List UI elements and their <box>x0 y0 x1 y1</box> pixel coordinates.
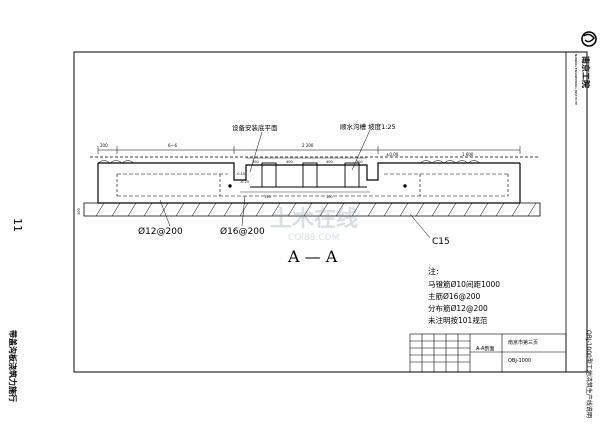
dim-elev-2: -0.25 <box>240 180 249 184</box>
dim-300-b: 300 <box>356 160 363 164</box>
notes-line-1: 马镫筋Ø10间距1000 <box>428 279 500 289</box>
leader-drain <box>351 129 371 171</box>
dim-1600: 1 600 <box>462 152 474 157</box>
notes-line-2: 主筋Ø16@200 <box>428 291 480 301</box>
title-block-frame <box>409 333 567 373</box>
title-block <box>409 333 567 373</box>
sheet-border <box>73 51 588 373</box>
logo-mark-icon <box>581 31 597 47</box>
logo: 南京工院 NANJING ENGINEERING INSTITUTE <box>574 31 597 105</box>
section-title: A — A <box>287 247 338 266</box>
right-vertical-title: QBJ-1000型工地浇筑生产线说明 <box>585 330 593 418</box>
slab-top <box>98 162 520 181</box>
notes-block: 注: 马镫筋Ø10间距1000 主筋Ø16@200 分布筋Ø12@200 未注明… <box>428 266 500 325</box>
notes-line-4: 未注明按101规范 <box>428 315 488 325</box>
title-block-drawing-no: QBJ-1000 <box>508 358 531 364</box>
logo-text: 南京工院 <box>581 56 591 88</box>
leader-rebar2 <box>241 195 246 227</box>
title-block-drawing-name: A-A剖面 <box>476 345 494 352</box>
ground-hatch <box>95 202 537 217</box>
dim-side-left: 300 <box>77 208 81 215</box>
page-number: 11 <box>11 218 24 232</box>
dim-elev-1: -0.15 <box>236 172 245 176</box>
watermark: 土木在线 COI88.COM <box>270 206 358 243</box>
dim-elev-top: ±0.00 <box>386 152 399 157</box>
rubble-top <box>97 160 481 164</box>
equipment-pit-1 <box>261 162 277 188</box>
rebar-label-1: Ø12@200 <box>138 226 183 237</box>
title-block-company: 南京市第三页 <box>508 339 538 346</box>
leader-c15 <box>409 213 431 239</box>
watermark-text: 土木在线 <box>270 206 358 232</box>
leader-rebar1 <box>159 199 171 227</box>
rebar-dot-2 <box>403 184 407 188</box>
dim-6-6: 6—6 <box>168 143 178 148</box>
dim-200: 200 <box>100 143 108 148</box>
watermark-sub: COI88.COM <box>288 233 339 243</box>
dim-2200: 2 200 <box>302 143 314 148</box>
notes-line-3: 分布筋Ø12@200 <box>428 303 488 313</box>
equipment-plan-label: 设备安装底平面 <box>232 123 278 132</box>
logo-subtext: NANJING ENGINEERING INSTITUTE <box>574 54 578 105</box>
equipment-pit-2 <box>302 162 318 188</box>
section-drawing <box>83 129 541 239</box>
dim-400-a: 400 <box>286 160 293 164</box>
rebar-label-2: Ø16@200 <box>220 226 265 237</box>
dim-150: 150 <box>264 195 271 199</box>
dim-100: 100 <box>326 195 333 199</box>
rebar-dot-1 <box>228 184 232 188</box>
concrete-label: C15 <box>432 237 450 247</box>
left-vertical-note: 带盖沟板浇筑力施行 <box>8 330 18 402</box>
leader-equipment <box>249 131 263 173</box>
logo-swirl-icon <box>583 33 595 43</box>
dim-300-a: 300 <box>252 160 259 164</box>
dim-400-b: 400 <box>326 160 333 164</box>
drain-pit <box>344 162 360 188</box>
dimension-texts: 200 6—6 2 200 ±0.00 1 600 300 400 400 30… <box>77 143 474 215</box>
ground-band <box>83 202 541 217</box>
drain-label: 顺水沟槽 坡度1:25 <box>340 122 396 131</box>
notes-title: 注: <box>428 266 439 276</box>
